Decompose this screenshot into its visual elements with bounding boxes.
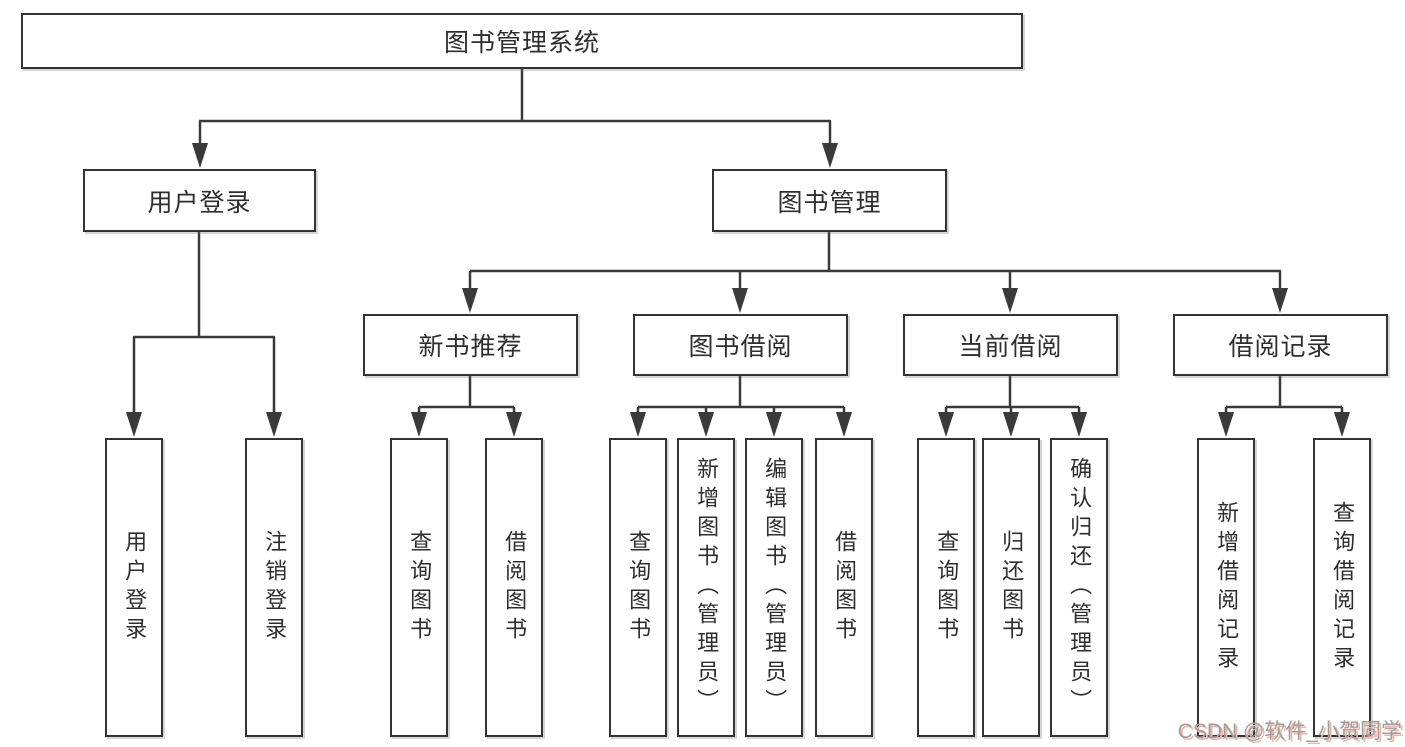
- node-book-management: 图书管理: [712, 169, 947, 232]
- leaf-borrow-add-book-admin-label: 新增图书（管理员）: [694, 457, 720, 718]
- leaf-current-return-book: 归还图书: [982, 438, 1040, 737]
- leaf-user-login: 用户登录: [105, 438, 163, 737]
- node-current-borrow-label: 当前借阅: [958, 333, 1063, 361]
- leaf-newbook-query-book: 查询图书: [390, 438, 448, 737]
- leaf-records-add-record: 新增借阅记录: [1197, 438, 1255, 737]
- leaf-logout-label: 注销登录: [262, 529, 288, 646]
- leaf-current-query-book-label: 查询图书: [934, 529, 960, 646]
- node-book-management-label: 图书管理: [777, 188, 882, 217]
- node-borrow-records: 借阅记录: [1173, 314, 1388, 376]
- leaf-user-login-label: 用户登录: [122, 529, 148, 646]
- leaf-current-confirm-return-admin: 确认归还（管理员）: [1050, 438, 1108, 737]
- node-book-borrow: 图书借阅: [633, 314, 848, 376]
- node-new-book-recommend: 新书推荐: [363, 314, 578, 376]
- node-book-borrow-label: 图书借阅: [688, 333, 793, 361]
- leaf-borrow-borrow-book-label: 借阅图书: [832, 529, 858, 646]
- node-library-system-label: 图书管理系统: [443, 29, 600, 57]
- leaf-borrow-add-book-admin: 新增图书（管理员）: [677, 438, 735, 737]
- leaf-borrow-borrow-book: 借阅图书: [815, 438, 873, 737]
- leaf-records-query-record: 查询借阅记录: [1313, 438, 1371, 737]
- leaf-newbook-borrow-book-label: 借阅图书: [502, 529, 528, 646]
- leaf-current-return-book-label: 归还图书: [999, 529, 1025, 646]
- leaf-current-confirm-return-admin-label: 确认归还（管理员）: [1067, 457, 1093, 718]
- arrowheads: [126, 143, 1350, 437]
- node-user-login: 用户登录: [83, 169, 316, 232]
- leaf-records-query-record-label: 查询借阅记录: [1330, 500, 1356, 675]
- leaf-borrow-query-book-label: 查询图书: [626, 529, 652, 646]
- csdn-watermark: CSDN @软件_小贺同学: [1177, 720, 1402, 743]
- node-new-book-recommend-label: 新书推荐: [418, 333, 523, 361]
- leaf-borrow-query-book: 查询图书: [609, 438, 667, 737]
- leaf-current-query-book: 查询图书: [917, 438, 975, 737]
- leaf-records-add-record-label: 新增借阅记录: [1214, 500, 1240, 675]
- leaf-borrow-edit-book-admin-label: 编辑图书（管理员）: [762, 457, 788, 718]
- leaf-newbook-borrow-book: 借阅图书: [485, 438, 543, 737]
- leaf-borrow-edit-book-admin: 编辑图书（管理员）: [745, 438, 803, 737]
- node-user-login-label: 用户登录: [147, 188, 252, 217]
- node-current-borrow: 当前借阅: [903, 314, 1118, 376]
- leaf-logout: 注销登录: [245, 438, 303, 737]
- node-library-system: 图书管理系统: [21, 13, 1023, 69]
- node-borrow-records-label: 借阅记录: [1228, 333, 1333, 361]
- leaf-newbook-query-book-label: 查询图书: [407, 529, 433, 646]
